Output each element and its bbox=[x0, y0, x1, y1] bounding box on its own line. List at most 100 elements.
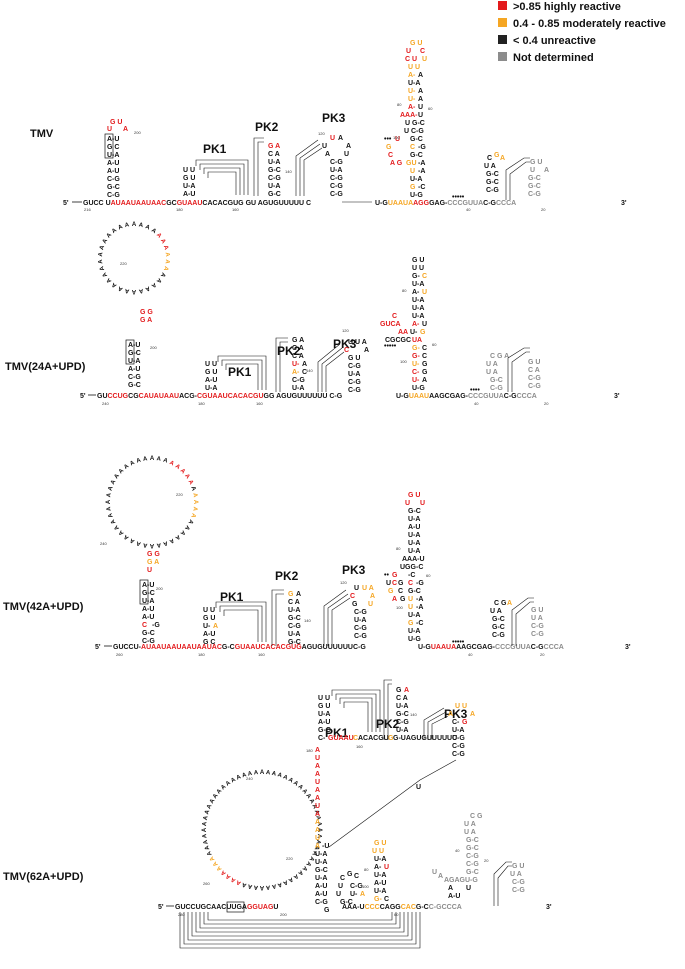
svg-text:G-C: G-C bbox=[466, 845, 479, 852]
svg-text:C: C bbox=[392, 580, 397, 587]
sequence-run: CCC bbox=[365, 904, 380, 911]
loop-nucleotide: A bbox=[203, 839, 210, 845]
svg-text:-A: -A bbox=[418, 168, 425, 175]
svg-text:U: U bbox=[336, 891, 341, 898]
svg-text:60: 60 bbox=[426, 573, 431, 578]
svg-text:AAA-: AAA- bbox=[400, 112, 418, 119]
loop-nucleotide: A bbox=[155, 541, 161, 548]
svg-text:C: C bbox=[384, 896, 389, 903]
boxed-start-codon bbox=[139, 579, 149, 605]
svg-text:A: A bbox=[438, 873, 443, 880]
svg-text:G-C: G-C bbox=[340, 899, 353, 906]
svg-text:G-C: G-C bbox=[486, 179, 499, 186]
loop-nucleotide: A bbox=[259, 884, 264, 890]
sequence-run: G- bbox=[460, 393, 468, 400]
svg-text:A: A bbox=[500, 155, 505, 162]
svg-text:C-G: C-G bbox=[330, 159, 343, 166]
svg-text:C-G: C-G bbox=[348, 363, 361, 370]
svg-text:U-A: U-A bbox=[348, 371, 360, 378]
svg-text:80: 80 bbox=[402, 288, 407, 293]
loop-nucleotide: A bbox=[183, 473, 191, 481]
svg-text:C U: C U bbox=[405, 56, 417, 63]
svg-text:C: C bbox=[340, 875, 345, 882]
loop-nucleotide: A bbox=[315, 834, 321, 840]
loop-nucleotide: A bbox=[99, 244, 106, 251]
loop-nucleotide: A bbox=[277, 772, 284, 779]
svg-text:G-C: G-C bbox=[318, 727, 331, 734]
sequence-run: GC bbox=[166, 200, 177, 207]
svg-text:G-C: G-C bbox=[288, 615, 301, 622]
svg-text:C: C bbox=[388, 152, 393, 159]
svg-text:U U: U U bbox=[203, 607, 215, 614]
svg-text:C-G: C-G bbox=[315, 899, 328, 906]
svg-text:A-U: A-U bbox=[142, 582, 154, 589]
svg-text:U-: U- bbox=[292, 361, 300, 368]
svg-text:U-G: U-G bbox=[410, 192, 423, 199]
loop-nucleotide: A bbox=[191, 493, 198, 499]
svg-text:U U: U U bbox=[408, 64, 420, 71]
svg-text:U U: U U bbox=[412, 265, 424, 272]
svg-text:•••: ••• bbox=[384, 136, 392, 143]
svg-text:U U: U U bbox=[455, 703, 467, 710]
svg-text:C-G: C-G bbox=[531, 631, 544, 638]
loop-nucleotide: A bbox=[253, 883, 259, 889]
sequence-run: G-C bbox=[222, 644, 235, 651]
sequence-run: UAAU bbox=[409, 393, 429, 400]
loop-nucleotide: A bbox=[189, 512, 196, 519]
svg-text:C-G: C-G bbox=[107, 192, 120, 199]
tail-sequence: U-GUAAUAAAGCGAG-CCCGUUAC-GCCCA bbox=[418, 644, 564, 651]
sequence-run: CCCA bbox=[544, 644, 564, 651]
pk1-label: PK1 bbox=[220, 590, 244, 604]
svg-text:A-U: A-U bbox=[448, 893, 460, 900]
svg-text:A: A bbox=[346, 143, 351, 150]
svg-text:A-U: A-U bbox=[318, 719, 330, 726]
svg-text:C A: C A bbox=[396, 695, 408, 702]
svg-text:-C: -C bbox=[408, 572, 415, 579]
svg-text:A: A bbox=[360, 891, 365, 898]
svg-text:140: 140 bbox=[285, 169, 292, 174]
svg-text:U: U bbox=[344, 151, 349, 158]
loop-nucleotide: A bbox=[316, 828, 322, 833]
svg-text:A: A bbox=[315, 843, 320, 850]
pk1-label: PK1 bbox=[228, 365, 252, 379]
svg-text:U: U bbox=[410, 168, 415, 175]
sequence-run: C-G bbox=[504, 393, 517, 400]
loop-nucleotide: A bbox=[131, 288, 136, 294]
svg-text:U-A: U-A bbox=[412, 305, 424, 312]
svg-text:60: 60 bbox=[432, 342, 437, 347]
svg-text:200: 200 bbox=[280, 912, 287, 917]
svg-text:G: G bbox=[347, 871, 353, 878]
svg-text:A-U: A-U bbox=[374, 880, 386, 887]
svg-text:G U: G U bbox=[205, 369, 217, 376]
svg-text:C-G: C-G bbox=[528, 383, 541, 390]
sequence-run: CAUA bbox=[139, 393, 159, 400]
loop-nucleotide: A bbox=[202, 821, 208, 827]
svg-text:G-C: G-C bbox=[490, 377, 503, 384]
svg-text:U: U bbox=[466, 885, 471, 892]
svg-text:C-G: C-G bbox=[396, 719, 409, 726]
svg-text:A: A bbox=[364, 347, 369, 354]
sequence-run: GUAAUCACACGUG bbox=[235, 644, 302, 651]
loop-nucleotide: A bbox=[123, 463, 131, 471]
svg-text:180: 180 bbox=[176, 207, 183, 212]
svg-text:•••••: ••••• bbox=[384, 343, 397, 350]
svg-text:U-A: U-A bbox=[408, 540, 420, 547]
svg-text:100: 100 bbox=[396, 605, 403, 610]
svg-text:U A: U A bbox=[486, 361, 498, 368]
sequence-run: AGG bbox=[413, 200, 430, 207]
svg-text:C-G: C-G bbox=[348, 387, 361, 394]
svg-text:C-G: C-G bbox=[492, 632, 505, 639]
loop-nucleotide: A bbox=[220, 868, 228, 876]
svg-text:U: U bbox=[395, 136, 400, 143]
svg-text:A: A bbox=[315, 827, 320, 834]
svg-text:U-A: U-A bbox=[412, 281, 424, 288]
svg-text:U G-C: U G-C bbox=[405, 120, 425, 127]
loop-nucleotide: A bbox=[154, 277, 162, 285]
svg-text:A-U: A-U bbox=[142, 614, 154, 621]
